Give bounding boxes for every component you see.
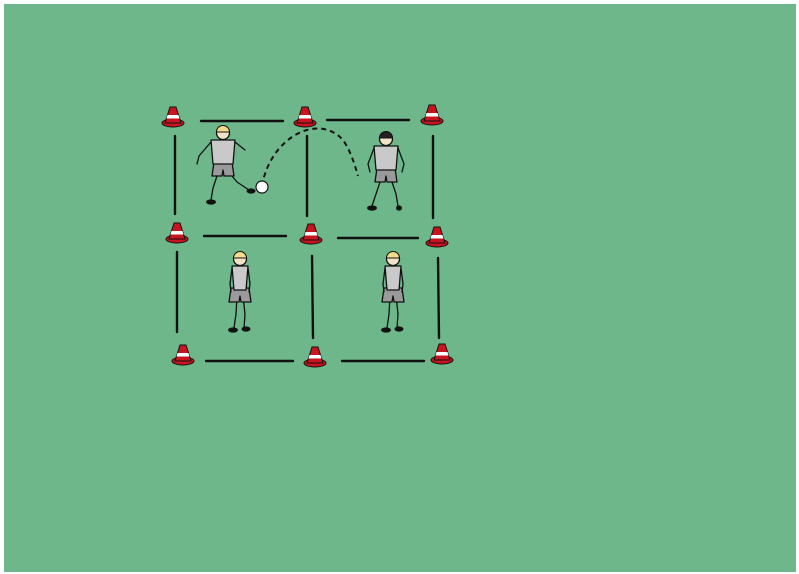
ball [256, 181, 268, 193]
grid-line-center-lower [312, 256, 313, 338]
grid-line-right-lower [438, 258, 439, 338]
